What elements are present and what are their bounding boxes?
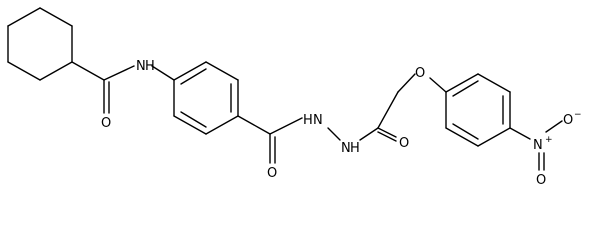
- acetyl-oxygen-label: O: [399, 136, 409, 151]
- hydrazide-hydrogen-1-label: H: [303, 113, 313, 128]
- hydrazide-nitrogen-1-label: N: [313, 113, 323, 128]
- chemical-structure: N H O O H N N H O O N + O − O: [7, 7, 582, 188]
- benzene-ring-nitrophenyl: [445, 73, 511, 147]
- ether-oxygen-label: O: [415, 66, 425, 81]
- amide-hydrogen-label: H: [145, 59, 155, 74]
- hydrazide-bonds: [237, 73, 447, 164]
- nitro-oxygen-top-charge: −: [574, 110, 582, 120]
- hydrazide-oxygen-label: O: [267, 166, 277, 181]
- cyclohexyl-amide-bonds: [71, 61, 175, 114]
- nitro-nitrogen-charge: +: [545, 135, 553, 145]
- amide-nitrogen-label: N: [136, 59, 146, 74]
- cyclohexane-ring: [7, 7, 73, 81]
- nitro-oxygen-top-label: O: [563, 113, 573, 128]
- nitro-bonds: [509, 120, 563, 171]
- benzene-ring-central: [173, 61, 239, 135]
- amide-oxygen-label: O: [101, 116, 111, 131]
- nitro-nitrogen-label: N: [533, 138, 543, 153]
- hydrazide-nitrogen-2-label: N: [341, 141, 351, 156]
- nitro-oxygen-bottom-label: O: [536, 173, 546, 188]
- hydrazide-hydrogen-2-label: H: [350, 141, 360, 156]
